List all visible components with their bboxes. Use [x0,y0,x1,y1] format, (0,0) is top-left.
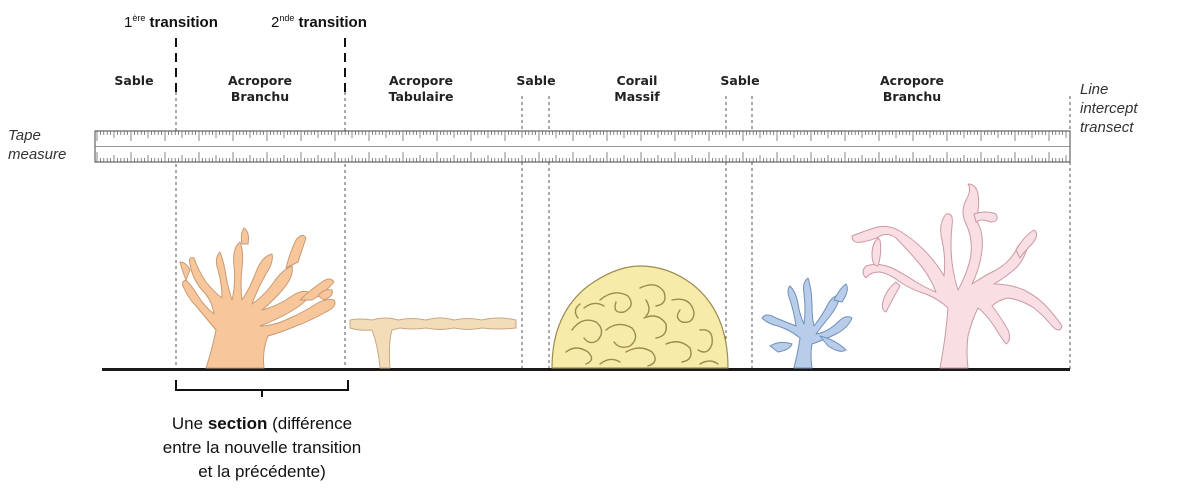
section-explanation-line-1: Une section (différence [163,412,361,436]
large-pink-branching-coral [852,184,1062,368]
corail-massif-coral [552,266,728,368]
tape-measure [95,131,1070,162]
section-prefix: Une [172,414,208,433]
acropore-tabulaire-coral [350,318,516,368]
section-bracket-line [176,380,348,390]
small-blue-branching-coral [762,278,852,368]
section-bracket [176,380,348,397]
section-keyword: section [208,414,268,433]
transition-markers [176,38,345,92]
section-explanation-line-3: et la précédente) [163,460,361,484]
acropore-branchu-coral-1 [180,228,335,368]
section-explanation: Une section (différence entre la nouvell… [163,412,361,484]
section-rest: (différence [267,414,352,433]
section-explanation-line-2: entre la nouvelle transition [163,436,361,460]
